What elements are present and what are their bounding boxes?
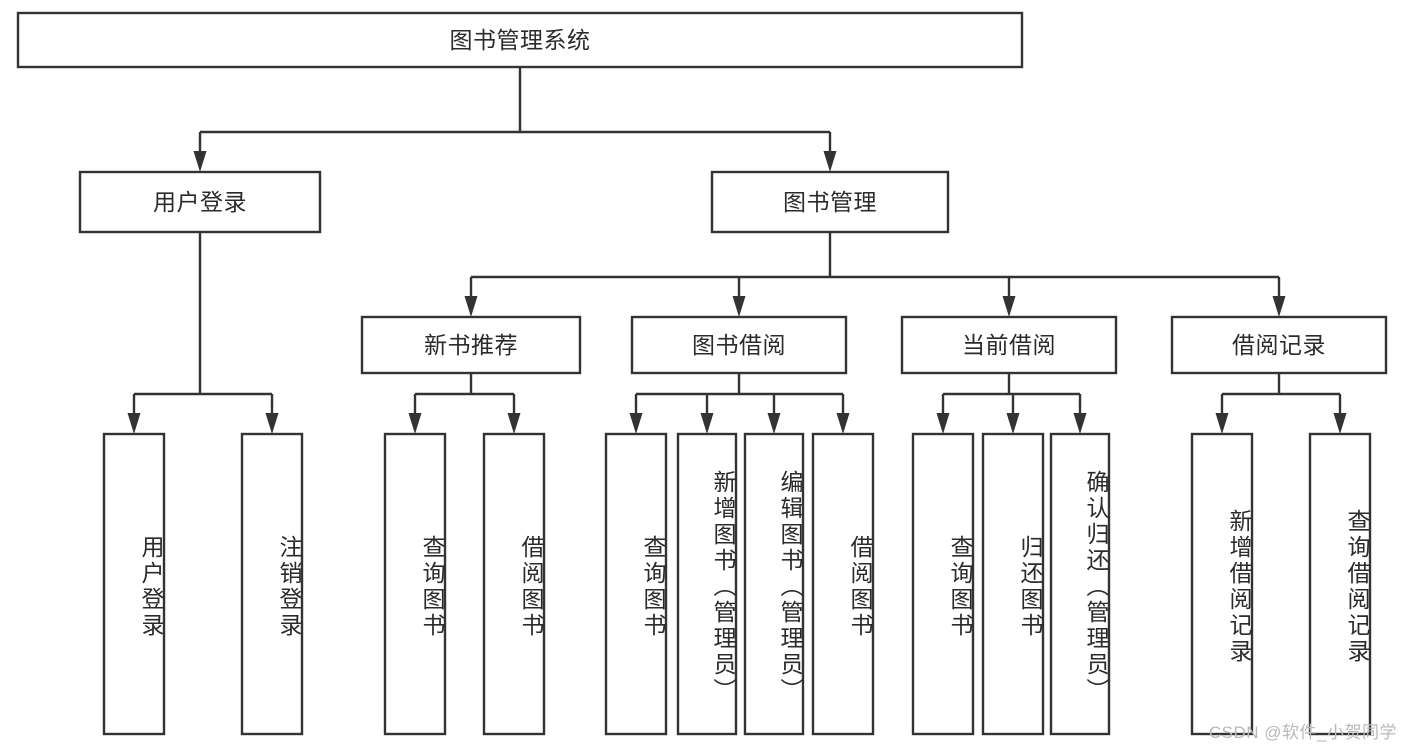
arrow-head-user-login [193, 151, 207, 172]
node-box-borrow-record[interactable] [1170, 315, 1388, 375]
arrow-head-leaf-edit-book [767, 413, 781, 434]
arrow-head-new-book-recommend [464, 296, 478, 317]
node-box-leaf-borrow-book-1[interactable] [482, 432, 546, 736]
node-box-leaf-add-book[interactable] [676, 432, 738, 736]
node-box-book-borrow[interactable] [630, 315, 848, 375]
node-box-leaf-user-logout[interactable] [240, 432, 304, 736]
arrow-head-leaf-add-record [1215, 413, 1229, 434]
arrow-head-leaf-user-login [127, 413, 141, 434]
node-box-leaf-edit-book[interactable] [743, 432, 805, 736]
arrow-head-leaf-add-book [700, 413, 714, 434]
node-box-leaf-borrow-book-2[interactable] [811, 432, 875, 736]
node-box-leaf-add-record[interactable] [1190, 432, 1254, 736]
arrow-head-leaf-borrow-book-1 [507, 413, 521, 434]
node-box-leaf-query-record[interactable] [1308, 432, 1372, 736]
node-box-user-login[interactable] [78, 170, 322, 234]
arrow-head-leaf-confirm-return [1073, 413, 1087, 434]
node-box-leaf-query-book-2[interactable] [604, 432, 668, 736]
arrow-head-borrow-record [1272, 296, 1286, 317]
watermark: CSDN @软件_小贺同学 [1208, 723, 1397, 742]
arrow-head-leaf-user-logout [265, 413, 279, 434]
arrow-head-leaf-query-record [1333, 413, 1347, 434]
arrow-head-leaf-return-book [1006, 413, 1020, 434]
node-box-leaf-confirm-return[interactable] [1049, 432, 1111, 736]
arrow-head-book-manage [823, 151, 837, 172]
arrow-head-book-borrow [732, 296, 746, 317]
node-box-new-book-recommend[interactable] [360, 315, 582, 375]
arrow-head-leaf-query-book-2 [629, 413, 643, 434]
node-box-current-borrow[interactable] [900, 315, 1118, 375]
arrow-head-leaf-query-book-1 [408, 413, 422, 434]
arrow-head-leaf-query-book-3 [936, 413, 950, 434]
arrow-head-leaf-borrow-book-2 [836, 413, 850, 434]
node-box-leaf-query-book-3[interactable] [911, 432, 975, 736]
node-box-book-manage[interactable] [710, 170, 950, 234]
node-box-leaf-user-login[interactable] [102, 432, 166, 736]
arrow-head-current-borrow [1002, 296, 1016, 317]
node-box-leaf-query-book-1[interactable] [383, 432, 447, 736]
node-box-root[interactable] [16, 11, 1024, 69]
node-box-leaf-return-book[interactable] [981, 432, 1045, 736]
